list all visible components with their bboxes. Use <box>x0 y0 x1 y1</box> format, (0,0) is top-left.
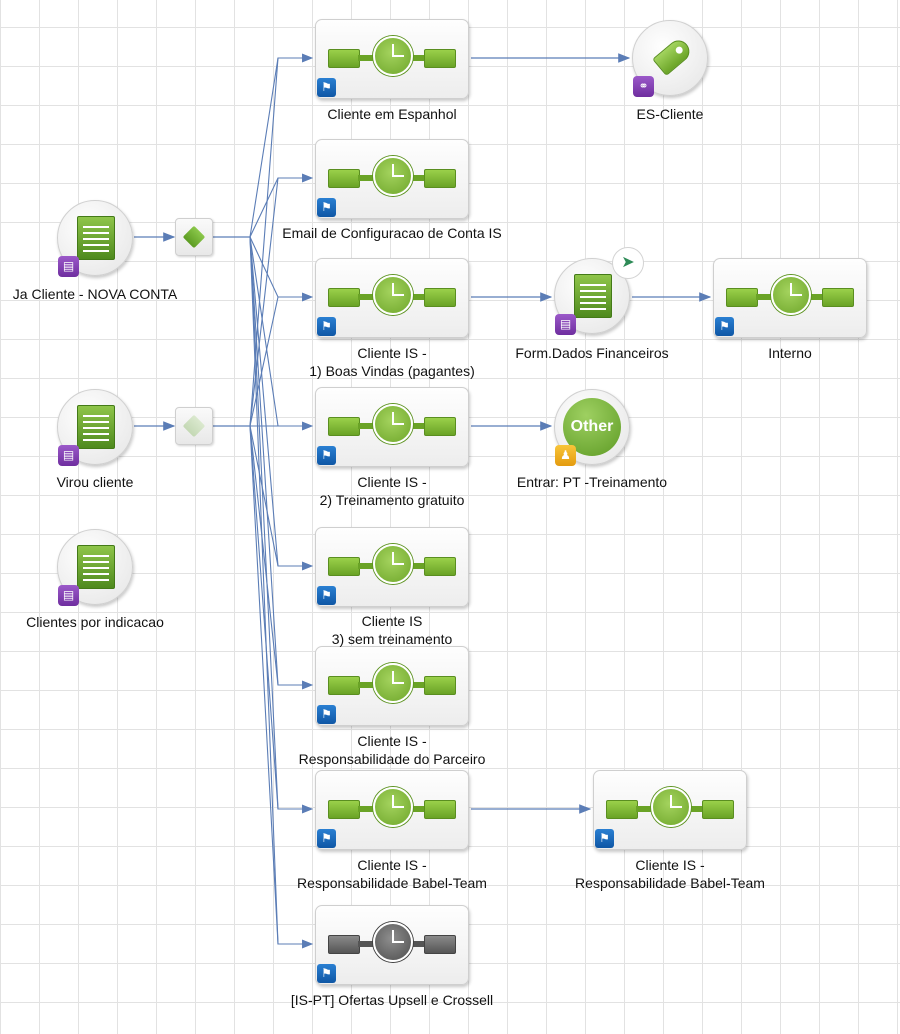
connector-arrow <box>249 53 314 427</box>
clock-icon <box>373 922 413 962</box>
label-dados-financeiros: Form.Dados Financeiros <box>515 345 669 361</box>
clock-icon <box>373 787 413 827</box>
label-entrar-treinamento: Entrar: PT -Treinamento <box>516 474 668 490</box>
label-babel-team-1: Cliente IS -Responsabilidade Babel-Team <box>297 857 487 891</box>
decision-diamond-1[interactable] <box>175 218 213 256</box>
sequence-node-ofertas-upsell[interactable]: ⚑ <box>315 905 469 985</box>
flag-icon: ⚑ <box>317 446 336 465</box>
connector-arrow <box>249 292 314 427</box>
flag-icon: ⚑ <box>595 829 614 848</box>
sequence-node-babel-team-1[interactable]: ⚑ <box>315 770 469 850</box>
form-badge-icon: ▤ <box>58 585 79 606</box>
tag-node-es-cliente[interactable]: ⚭ <box>632 20 708 97</box>
form-badge-icon: ▤ <box>58 256 79 277</box>
form-icon <box>77 216 115 260</box>
flag-icon: ⚑ <box>317 705 336 724</box>
form-node-virou-cliente[interactable]: ▤ <box>57 389 133 466</box>
form-icon <box>574 274 612 318</box>
label-ofertas-upsell: [IS-PT] Ofertas Upsell e Crossell <box>290 992 494 1008</box>
clock-icon <box>373 404 413 444</box>
flag-icon: ⚑ <box>317 317 336 336</box>
label-treinamento-gratuito: Cliente IS -2) Treinamento gratuito <box>319 474 465 508</box>
label-responsabilidade-parceiro: Cliente IS -Responsabilidade do Parceiro <box>298 733 486 767</box>
form-node-dados-financeiros[interactable]: ▤ ➤ <box>554 247 644 335</box>
connector-arrow <box>249 173 314 427</box>
form-icon <box>77 545 115 589</box>
connector-arrow <box>249 425 314 814</box>
connector-arrow <box>249 236 314 431</box>
sequence-node-responsabilidade-parceiro[interactable]: ⚑ <box>315 646 469 726</box>
sequence-node-boas-vindas[interactable]: ⚑ <box>315 258 469 338</box>
sequence-node-treinamento-gratuito[interactable]: ⚑ <box>315 387 469 467</box>
clock-icon <box>651 787 691 827</box>
connector-arrow <box>249 425 314 690</box>
tag-icon <box>652 36 694 76</box>
sequence-node-sem-treinamento[interactable]: ⚑ <box>315 527 469 607</box>
clock-icon <box>373 663 413 703</box>
clock-icon <box>373 156 413 196</box>
walking-person-icon: ➤ <box>612 247 644 279</box>
form-node-clientes-indicacao[interactable]: ▤ <box>57 529 133 606</box>
label-email-configuracao: Email de Configuracao de Conta IS <box>282 225 502 241</box>
decision-diamond-2[interactable] <box>175 407 213 445</box>
flag-icon: ⚑ <box>317 586 336 605</box>
label-clientes-indicacao: Clientes por indicacao <box>26 614 164 630</box>
flag-icon: ⚑ <box>317 78 336 97</box>
person-badge-icon: ♟ <box>555 445 576 466</box>
form-icon <box>77 405 115 449</box>
clock-icon <box>373 544 413 584</box>
label-boas-vindas: Cliente IS -1) Boas Vindas (pagantes) <box>309 345 475 379</box>
flag-icon: ⚑ <box>317 964 336 983</box>
label-interno: Interno <box>768 345 812 361</box>
connector-arrow <box>249 236 314 302</box>
clock-icon <box>771 275 811 315</box>
label-ja-cliente: Ja Cliente - NOVA CONTA <box>12 286 178 302</box>
form-badge-icon: ▤ <box>58 445 79 466</box>
form-node-ja-cliente[interactable]: ▤ <box>57 200 133 277</box>
form-badge-icon: ▤ <box>555 314 576 335</box>
label-virou-cliente: Virou cliente <box>56 474 134 490</box>
connector-arrow <box>249 236 314 814</box>
label-cliente-em-espanhol: Cliente em Espanhol <box>327 106 457 122</box>
connector-arrow <box>249 53 314 238</box>
flag-icon: ⚑ <box>317 198 336 217</box>
sequence-node-email-configuracao[interactable]: ⚑ <box>315 139 469 219</box>
label-es-cliente: ES-Cliente <box>636 106 704 122</box>
label-babel-team-2: Cliente IS -Responsabilidade Babel-Team <box>575 857 765 891</box>
sequence-node-babel-team-2[interactable]: ⚑ <box>593 770 747 850</box>
other-node-entrar-treinamento[interactable]: Other ♟ <box>554 389 630 466</box>
flag-icon: ⚑ <box>317 829 336 848</box>
tag-badge-icon: ⚭ <box>633 76 654 97</box>
sequence-node-cliente-em-espanhol[interactable]: ⚑ <box>315 19 469 99</box>
flag-icon: ⚑ <box>715 317 734 336</box>
sequence-node-interno[interactable]: ⚑ <box>713 258 867 338</box>
other-icon: Other <box>563 398 621 456</box>
clock-icon <box>373 275 413 315</box>
connector-arrow <box>249 425 314 949</box>
connector-arrow <box>249 425 314 571</box>
clock-icon <box>373 36 413 76</box>
